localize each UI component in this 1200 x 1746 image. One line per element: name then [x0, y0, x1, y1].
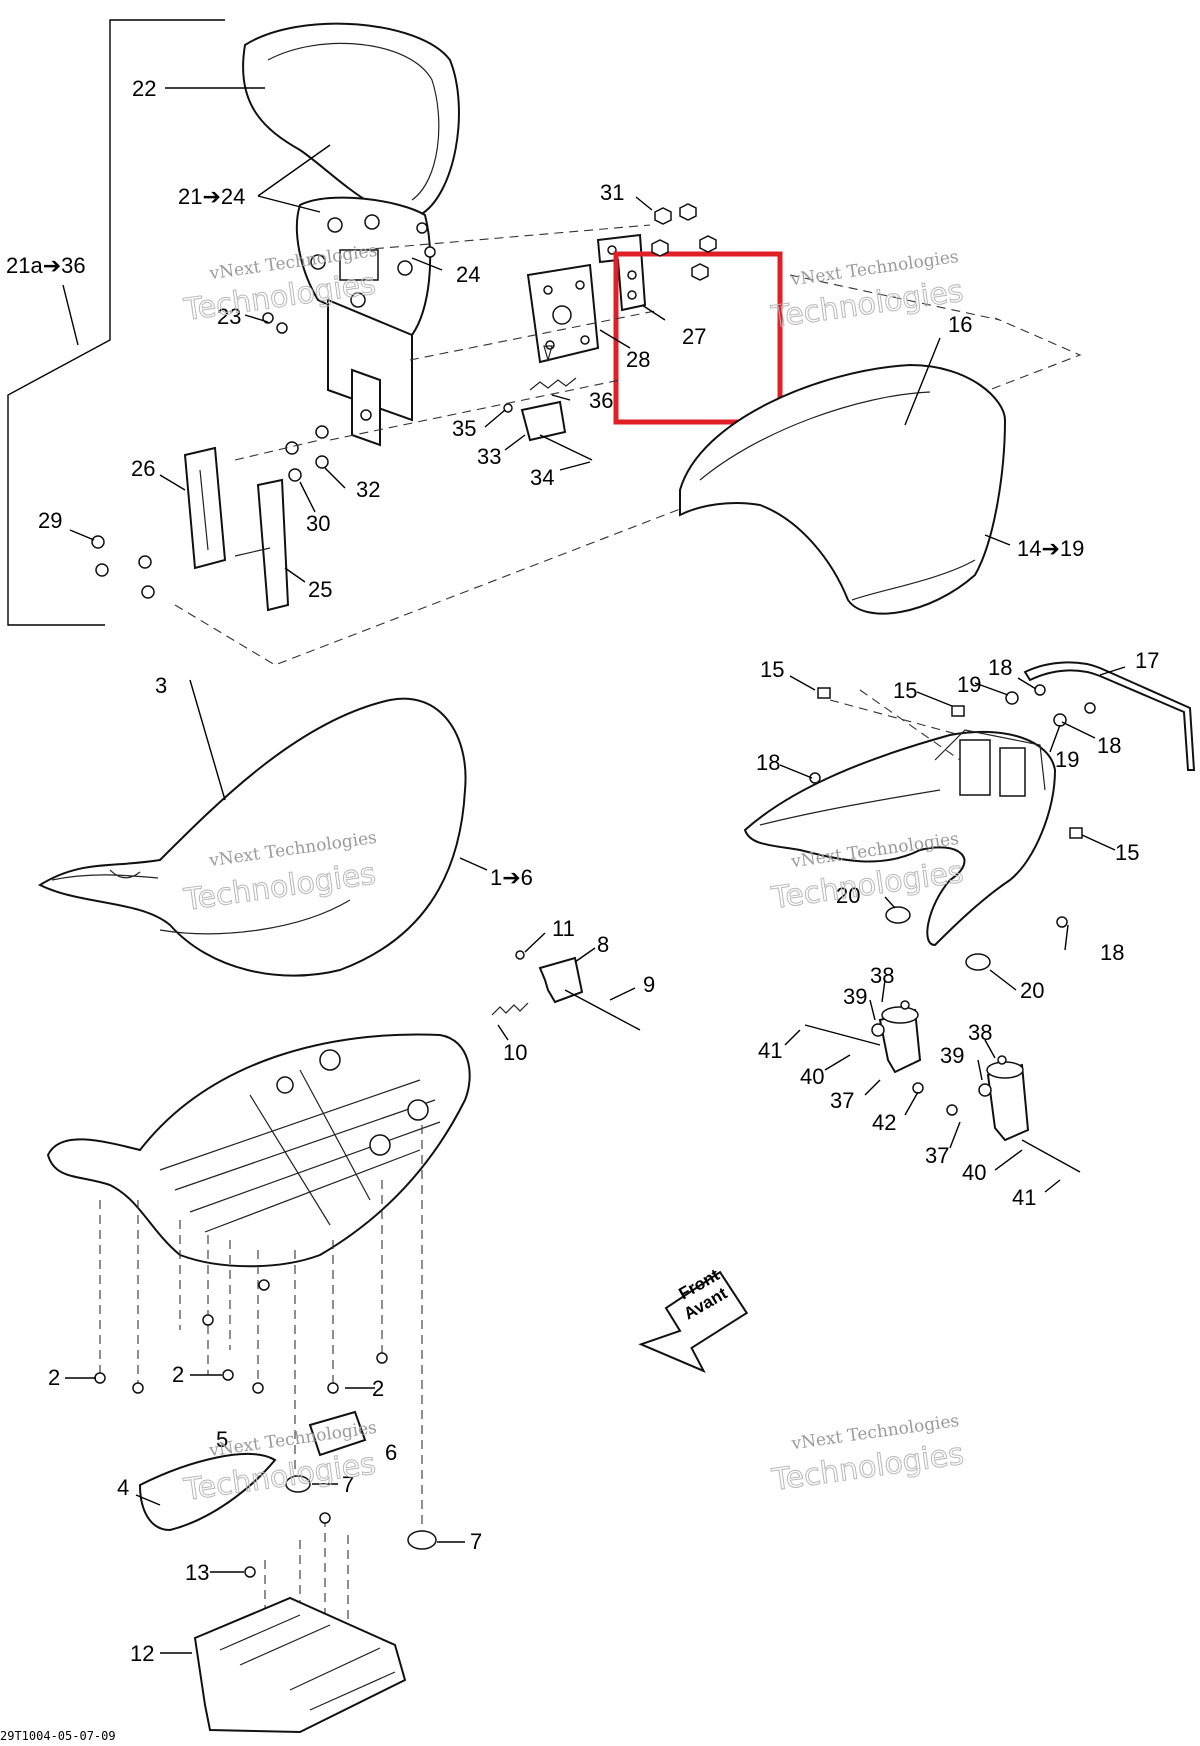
callout-26: 26	[131, 456, 155, 481]
bumpers-20	[885, 906, 991, 971]
callout-3: 3	[155, 673, 167, 698]
callout-13: 13	[185, 1560, 209, 1585]
tube-37-upper	[804, 1006, 922, 1074]
callout-40-a: 40	[800, 1064, 824, 1089]
callout-20-a: 20	[836, 883, 860, 908]
lower-dashed-guides	[99, 689, 961, 1705]
callout-15-a: 15	[760, 657, 784, 682]
latch-spring-assembly	[503, 345, 593, 461]
callout-15-b: 15	[893, 678, 917, 703]
seat-base-pan	[46, 1033, 471, 1268]
passenger-seat-base	[743, 729, 1057, 947]
callout-17: 17	[1135, 648, 1159, 673]
tube-hardware-38-42	[871, 1000, 1007, 1116]
grommets-7	[285, 1475, 437, 1550]
callout-31: 31	[600, 180, 624, 205]
callout-38-b: 38	[968, 1020, 992, 1045]
callout-2-a: 2	[48, 1365, 60, 1390]
callout-21-24: 21➔24	[178, 184, 245, 209]
callout-22: 22	[132, 76, 156, 101]
backrest-support-frame	[327, 298, 413, 447]
callout-34: 34	[530, 465, 554, 490]
callout-36: 36	[589, 388, 613, 413]
callout-39-b: 39	[940, 1043, 964, 1068]
callout-9: 9	[643, 972, 655, 997]
callout-33: 33	[477, 444, 501, 469]
passenger-seat-16	[679, 363, 1007, 615]
hardware-nuts-31	[651, 203, 717, 281]
callout-7-b: 7	[470, 1529, 482, 1554]
callout-19-b: 19	[1055, 747, 1079, 772]
callout-19-a: 19	[957, 672, 981, 697]
callout-32: 32	[356, 477, 380, 502]
callout-37-a: 37	[830, 1088, 854, 1113]
callout-10: 10	[503, 1040, 527, 1065]
leader-lines	[62, 87, 1126, 1654]
seat-plate-12	[193, 1596, 407, 1734]
callout-23: 23	[217, 304, 241, 329]
support-tube-25	[234, 478, 290, 612]
callout-18-c: 18	[756, 750, 780, 775]
reference-code: 29T1004-05-07-09	[0, 1729, 116, 1743]
grab-handle-17	[1023, 661, 1196, 771]
main-seat-3	[37, 697, 467, 977]
callout-24: 24	[456, 262, 480, 287]
callout-25: 25	[308, 577, 332, 602]
callout-35: 35	[452, 416, 476, 441]
callout-37-b: 37	[925, 1143, 949, 1168]
callout-2-c: 2	[372, 1376, 384, 1401]
backrest-cushion	[242, 22, 460, 218]
hinge-bracket-27	[596, 233, 647, 312]
highlight-box	[613, 251, 783, 425]
callout-28: 28	[626, 347, 650, 372]
callout-29: 29	[38, 508, 62, 533]
callout-18-b: 18	[1097, 733, 1121, 758]
callout-14-19: 14➔19	[1017, 536, 1084, 561]
bracket-4-5-6	[138, 1410, 367, 1532]
callout-5: 5	[216, 1427, 228, 1452]
callout-40-b: 40	[962, 1160, 986, 1185]
callout-16: 16	[948, 312, 972, 337]
front-direction-arrow: Front Avant	[638, 1265, 749, 1373]
callout-4: 4	[117, 1475, 129, 1500]
callout-labels: 22 21➔24 21a➔36 24 23 31 27 28 16 36 35 …	[6, 76, 1159, 1666]
callout-41-b: 41	[1012, 1185, 1036, 1210]
callout-18-d: 18	[1100, 940, 1124, 965]
callout-30: 30	[306, 511, 330, 536]
callout-38-a: 38	[870, 963, 894, 988]
upper-dashed-guides	[174, 224, 1082, 666]
callout-42: 42	[872, 1110, 896, 1135]
seat-latch-8-9-10-11	[491, 950, 641, 1031]
callout-6: 6	[385, 1440, 397, 1465]
assembly-bracket-line	[7, 19, 225, 626]
callout-39-a: 39	[843, 984, 867, 1009]
callout-20-b: 20	[1020, 978, 1044, 1003]
callout-15-c: 15	[1115, 840, 1139, 865]
callout-7-a: 7	[342, 1472, 354, 1497]
callout-2-b: 2	[172, 1362, 184, 1387]
tube-37-lower	[986, 1061, 1081, 1173]
callout-21a-36: 21a➔36	[6, 253, 86, 278]
callout-8: 8	[597, 932, 609, 957]
callout-1-6: 1➔6	[490, 865, 533, 890]
callout-18-a: 18	[988, 655, 1012, 680]
callout-11: 11	[552, 916, 575, 941]
callout-27: 27	[682, 324, 706, 349]
mounting-bracket-28	[526, 263, 600, 364]
callout-41-a: 41	[758, 1038, 782, 1063]
callout-12: 12	[130, 1641, 154, 1666]
support-tube-26	[183, 446, 227, 570]
